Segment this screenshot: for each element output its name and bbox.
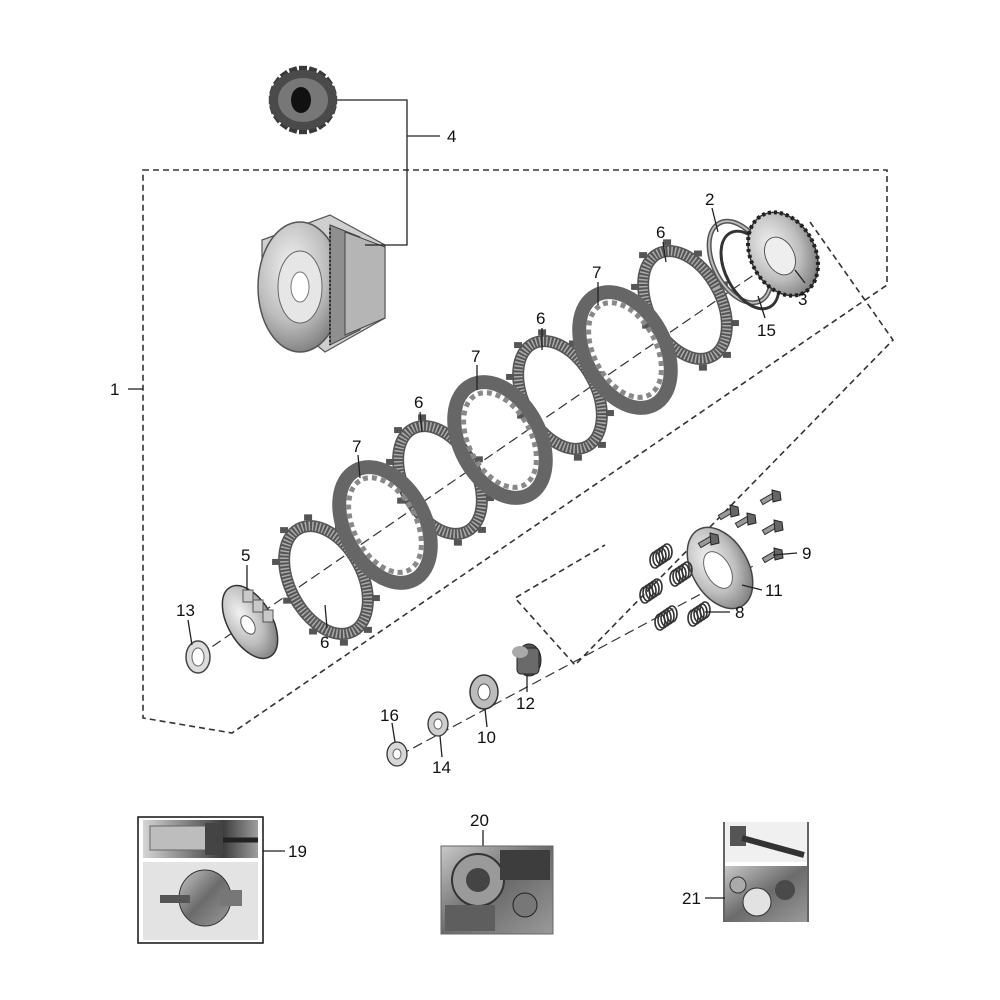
callout-19: 19 bbox=[288, 842, 307, 861]
assembly-axis-lower bbox=[399, 564, 756, 756]
part-8-clutch-springs bbox=[639, 543, 711, 631]
callout-12: 12 bbox=[516, 694, 535, 713]
inset-21-tool-photos bbox=[723, 822, 809, 922]
spring-2 bbox=[669, 561, 693, 587]
callout-14: 14 bbox=[432, 758, 451, 777]
callout-13: 13 bbox=[176, 601, 195, 620]
steel-plate-3 bbox=[572, 285, 678, 415]
part-16-washer bbox=[386, 741, 408, 767]
callout-6-top: 6 bbox=[656, 223, 665, 242]
friction-plate-1 bbox=[272, 514, 380, 646]
bolt-6 bbox=[761, 547, 784, 564]
bolt-1 bbox=[717, 504, 740, 521]
steel-plate-1 bbox=[332, 460, 438, 590]
callout-3: 3 bbox=[798, 290, 807, 309]
part-10-bearing bbox=[469, 674, 499, 710]
callout-9: 9 bbox=[802, 544, 811, 563]
part-12-release-piece bbox=[512, 643, 542, 677]
part-13-washer bbox=[185, 640, 211, 674]
callout-labels: 4 1 2 3 15 6 7 6 7 6 7 5 13 6 8 9 11 12 … bbox=[110, 127, 811, 908]
callout-2: 2 bbox=[705, 190, 714, 209]
spring-1 bbox=[649, 543, 673, 569]
part-11-spring-plate bbox=[686, 526, 754, 610]
callout-21: 21 bbox=[682, 889, 701, 908]
callout-20: 20 bbox=[470, 811, 489, 830]
callout-6-bottom: 6 bbox=[320, 633, 329, 652]
part-4-primary-gear bbox=[268, 65, 338, 135]
bolt-4 bbox=[761, 519, 784, 536]
spring-5 bbox=[687, 601, 711, 627]
part-3-clutch-hub bbox=[745, 210, 821, 298]
pressure-plate-group-boundary bbox=[513, 221, 895, 667]
bolt-3 bbox=[734, 512, 757, 529]
bolt-5 bbox=[697, 532, 720, 549]
callout-4: 4 bbox=[447, 127, 456, 146]
callout-7-mid: 7 bbox=[471, 347, 480, 366]
spring-3 bbox=[639, 578, 663, 604]
callout-6-upper: 6 bbox=[536, 309, 545, 328]
part-4-clutch-basket bbox=[257, 214, 386, 353]
bolt-2 bbox=[759, 489, 782, 506]
inset-19-tool-photos bbox=[137, 816, 264, 944]
callout-11: 11 bbox=[765, 581, 783, 600]
part-5-pressure-plate bbox=[221, 584, 279, 660]
callout-7-top: 7 bbox=[592, 263, 601, 282]
spring-4 bbox=[654, 605, 678, 631]
callout-1: 1 bbox=[110, 380, 119, 399]
part-14-washer bbox=[427, 711, 449, 737]
callout-15: 15 bbox=[757, 321, 776, 340]
callout-10: 10 bbox=[477, 728, 496, 747]
leader-lines bbox=[128, 99, 806, 899]
inset-20-engine-photo bbox=[440, 845, 554, 935]
assembly-1-boundary bbox=[142, 169, 888, 734]
callout-6-mid: 6 bbox=[414, 393, 423, 412]
callout-8: 8 bbox=[735, 603, 744, 622]
steel-plates bbox=[332, 285, 678, 590]
steel-plate-2 bbox=[447, 375, 553, 505]
callout-16: 16 bbox=[380, 706, 399, 725]
callout-5: 5 bbox=[241, 546, 250, 565]
part-9-bolts bbox=[697, 489, 784, 564]
callout-7-lower: 7 bbox=[352, 437, 361, 456]
